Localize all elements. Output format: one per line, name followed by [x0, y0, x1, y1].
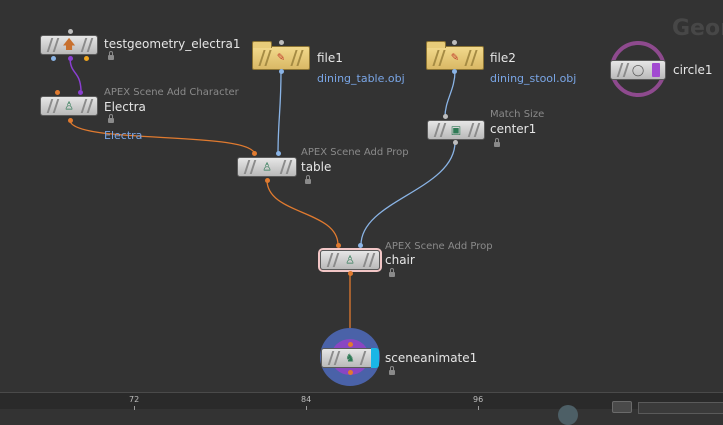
node-name: sceneanimate1: [385, 351, 478, 365]
node-name: circle1: [673, 63, 713, 77]
timeline-indicator: [558, 405, 578, 425]
port-out[interactable]: [453, 140, 458, 145]
node-type: APEX Scene Add Prop: [385, 241, 493, 252]
lock-icon: [494, 138, 500, 147]
port-in[interactable]: [348, 342, 353, 347]
node-type: APEX Scene Add Character: [104, 87, 239, 98]
circle-icon: ◯: [631, 63, 645, 77]
port-out[interactable]: [452, 69, 457, 74]
port-out-3[interactable]: [84, 56, 89, 61]
timeline-tick-mark: [134, 406, 135, 410]
node-name: Electra: [104, 100, 146, 114]
port-out[interactable]: [68, 118, 73, 123]
wire-center1-chair: [360, 141, 456, 246]
timeline-tick: 96: [473, 395, 484, 404]
match-size-icon: ▣: [450, 123, 462, 137]
lock-icon: [108, 114, 114, 123]
node-electra[interactable]: ♙: [40, 96, 98, 116]
port-out-2[interactable]: [68, 56, 73, 61]
port-in-2[interactable]: [78, 90, 83, 95]
port-in[interactable]: [443, 114, 448, 119]
port-out[interactable]: [279, 69, 284, 74]
node-name: file2: [490, 51, 516, 65]
wire-testgeometry-electra: [69, 56, 82, 91]
node-param: dining_table.obj: [317, 72, 405, 85]
display-flag[interactable]: [371, 348, 379, 368]
lock-icon: [389, 268, 395, 277]
timeline-tick-mark: [478, 406, 479, 410]
lock-icon: [305, 175, 311, 184]
wire-file1-table: [277, 70, 282, 156]
port-in[interactable]: [68, 29, 73, 34]
wire-electra-table: [69, 119, 256, 156]
wire-table-chair: [266, 179, 339, 246]
node-file1[interactable]: ✎: [252, 41, 310, 70]
prop-icon: ♙: [345, 253, 355, 267]
node-name: testgeometry_electra1: [104, 37, 241, 51]
file-icon: ✎: [450, 52, 460, 64]
node-center1[interactable]: ▣: [427, 120, 485, 140]
node-name: file1: [317, 51, 343, 65]
bypass-flag[interactable]: [652, 63, 660, 77]
node-type: Match Size: [490, 109, 545, 120]
wire-file2-center1: [444, 70, 456, 118]
node-name: table: [301, 160, 332, 174]
port-out[interactable]: [348, 370, 353, 375]
timeline-tick-mark: [306, 406, 307, 410]
timeline-options-button[interactable]: [612, 401, 632, 413]
port-in-1[interactable]: [252, 151, 257, 156]
network-context-title: Geom: [672, 16, 723, 41]
timeline-tick: 84: [301, 395, 312, 404]
node-type: APEX Scene Add Prop: [301, 147, 409, 158]
node-circle1[interactable]: ◯: [610, 60, 666, 80]
node-testgeometry-electra1[interactable]: 🡅: [40, 35, 98, 55]
port-in-1[interactable]: [55, 90, 60, 95]
port-out[interactable]: [265, 178, 270, 183]
port-out[interactable]: [348, 271, 353, 276]
timeline-frame-field[interactable]: [638, 402, 723, 414]
node-network-editor[interactable]: Geom 🡅 testgeometry_electra1 ♙ APEX Scen…: [0, 0, 723, 392]
lock-icon: [108, 51, 114, 60]
port-in-1[interactable]: [336, 243, 341, 248]
up-arrow-icon: 🡅: [62, 37, 76, 53]
lock-icon: [389, 366, 395, 375]
port-in[interactable]: [279, 40, 284, 45]
node-chair[interactable]: ♙: [320, 250, 380, 270]
timeline-bar[interactable]: 72 84 96: [0, 392, 723, 414]
node-sceneanimate1[interactable]: ♞: [321, 348, 379, 368]
file-icon: ✎: [276, 52, 286, 64]
port-in[interactable]: [452, 40, 457, 45]
node-name: chair: [385, 253, 415, 267]
prop-icon: ♙: [262, 160, 272, 174]
node-name: center1: [490, 122, 537, 136]
character-icon: ♙: [64, 99, 74, 113]
port-in-2[interactable]: [358, 243, 363, 248]
timeline-tick: 72: [129, 395, 140, 404]
port-out-1[interactable]: [51, 56, 56, 61]
node-param: dining_stool.obj: [490, 72, 577, 85]
animate-icon: ♞: [345, 351, 355, 365]
node-table[interactable]: ♙: [237, 157, 297, 177]
port-in-2[interactable]: [276, 151, 281, 156]
node-param: Electra: [104, 129, 143, 142]
node-file2[interactable]: ✎: [426, 41, 484, 70]
